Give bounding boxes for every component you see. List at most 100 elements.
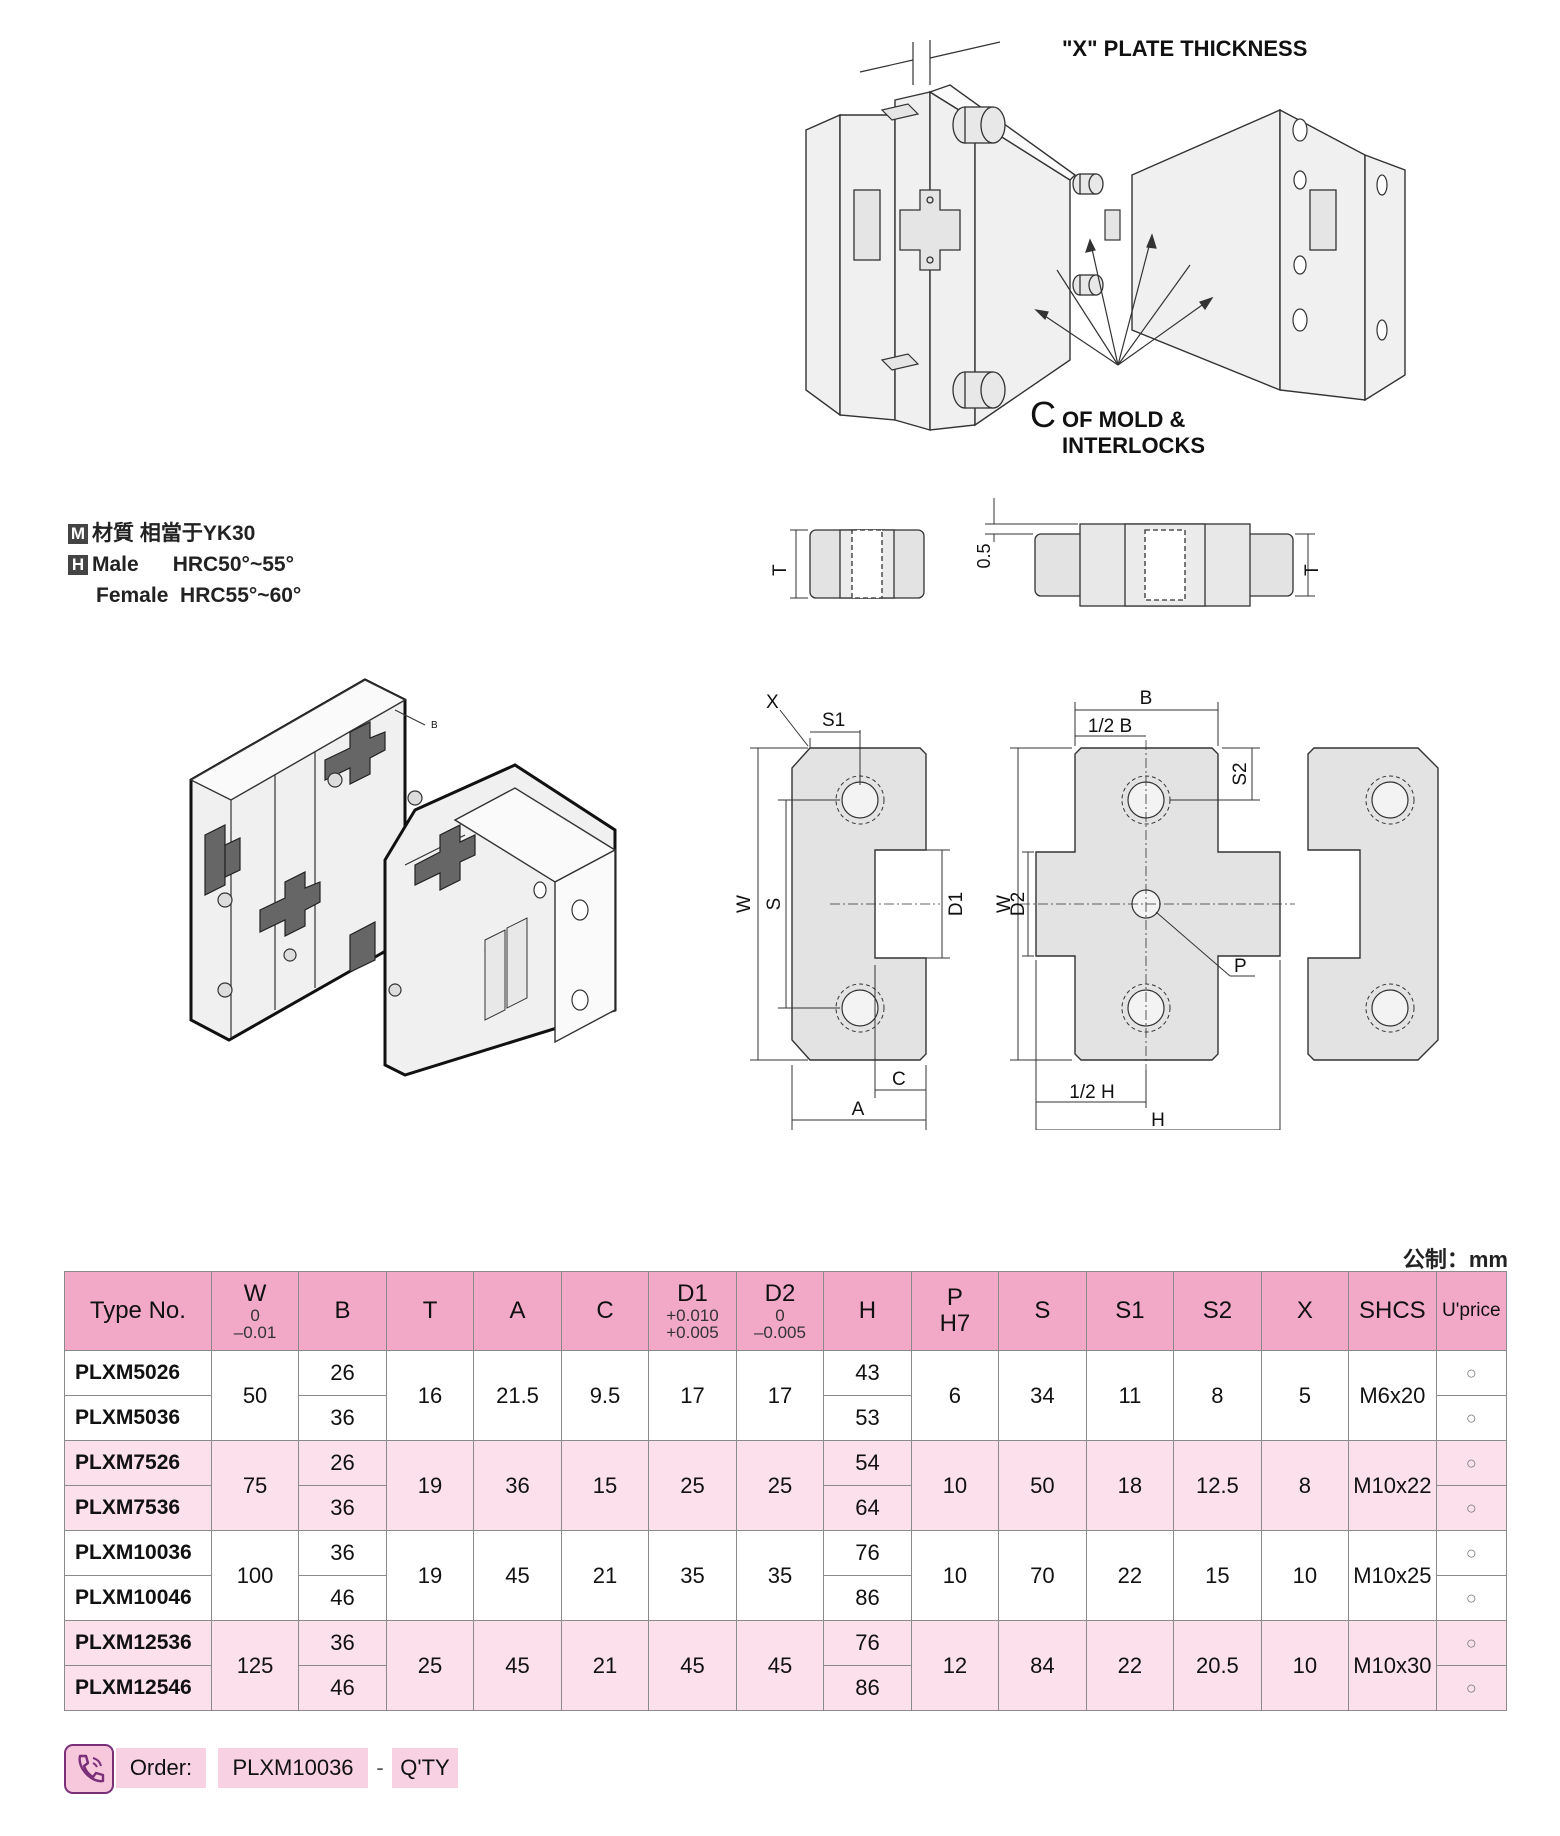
cell-S: 50 [998, 1440, 1087, 1531]
cell-C: 15 [560, 1440, 650, 1531]
price-cell: ○ [1435, 1530, 1508, 1576]
cell-A: 21.5 [473, 1350, 562, 1441]
table-row: PLXM12546 46 86 ○ [64, 1665, 1508, 1711]
mold-assembly-diagram: "X" PLATE THICKNESS C OF MOLD & INTERLOC… [805, 36, 1406, 458]
cell-P: 6 [910, 1350, 1000, 1441]
cell-B: 46 [298, 1575, 387, 1621]
cell-W: 50 [210, 1350, 300, 1441]
cell-T: 16 [385, 1350, 475, 1441]
cell-S2: 15 [1173, 1530, 1262, 1621]
cell-P: 10 [910, 1530, 1000, 1621]
order-qty: Q'TY [392, 1748, 458, 1788]
cell-B: 46 [298, 1665, 387, 1711]
cell-C: 9.5 [560, 1350, 650, 1441]
cell-D2: 17 [735, 1350, 825, 1441]
dim-B: B [1140, 690, 1153, 709]
header-C: C [560, 1271, 650, 1351]
cell-W: 75 [210, 1440, 300, 1531]
cell-X: 5 [1260, 1350, 1350, 1441]
dim-A: A [852, 1099, 865, 1120]
cell-S1: 18 [1085, 1440, 1175, 1531]
order-label: Order: [116, 1748, 206, 1788]
cell-D1: 45 [648, 1620, 737, 1711]
dim-S: S [764, 898, 785, 911]
cell-W: 100 [210, 1530, 300, 1621]
cell-H: 76 [823, 1620, 912, 1666]
header-T: T [385, 1271, 475, 1351]
dim-S2: S2 [1230, 762, 1251, 785]
table-row: PLXM10046 46 86 ○ [64, 1575, 1508, 1621]
male-hardness: HRC50°~55° [172, 553, 294, 576]
cell-S: 70 [998, 1530, 1087, 1621]
cell-P: 10 [910, 1440, 1000, 1531]
cell-S1: 11 [1085, 1350, 1175, 1441]
cell-D1: 25 [648, 1440, 737, 1531]
material-badge: M [68, 524, 88, 544]
dim-H: H [1151, 1110, 1165, 1130]
dim-T-right: T [1302, 564, 1320, 576]
header-S1: S1 [1085, 1271, 1175, 1351]
cell-B: 36 [298, 1530, 387, 1576]
female-hardness: HRC55°~60° [180, 584, 302, 607]
dim-D2: D2 [1008, 892, 1029, 916]
cell-SHCS: M10x25 [1348, 1530, 1437, 1621]
header-B: B [298, 1271, 387, 1351]
order-separator: - [376, 1755, 384, 1780]
cell-B: 26 [298, 1350, 387, 1396]
iso-dim-B: B [431, 720, 438, 731]
centerline-symbol: C [1030, 394, 1056, 435]
table-row: PLXM5026 50 26 16 21.5 9.5 17 17 43 6 34… [64, 1350, 1508, 1441]
cell-P: 12 [910, 1620, 1000, 1711]
cell-T: 19 [385, 1440, 475, 1531]
side-views-diagram: T T 0.5 [770, 498, 1320, 607]
type-no: PLXM5036 [64, 1395, 212, 1441]
iso-assembly-diagram: B [189, 678, 617, 1077]
dim-gap: 0.5 [974, 543, 994, 568]
cell-S: 34 [998, 1350, 1087, 1441]
plate-thickness-label: "X" PLATE THICKNESS [1062, 36, 1307, 61]
price-cell: ○ [1435, 1440, 1508, 1486]
unit-label: 公制：mm [1402, 1247, 1508, 1272]
header-type: Type No. [64, 1271, 212, 1351]
centerline-label-line1: OF MOLD & [1062, 407, 1186, 432]
cell-S2: 20.5 [1173, 1620, 1262, 1711]
dim-W-right: W [994, 895, 1015, 913]
type-no: PLXM10036 [64, 1530, 212, 1576]
cell-H: 86 [823, 1665, 912, 1711]
price-cell: ○ [1435, 1620, 1508, 1666]
price-cell: ○ [1435, 1350, 1508, 1396]
cell-B: 36 [298, 1620, 387, 1666]
cell-B: 36 [298, 1485, 387, 1531]
female-label: Female [96, 584, 169, 607]
cell-A: 45 [473, 1620, 562, 1711]
type-no: PLXM12546 [64, 1665, 212, 1711]
cell-C: 21 [560, 1530, 650, 1621]
cell-H: 64 [823, 1485, 912, 1531]
dim-half-B: 1/2 B [1088, 716, 1132, 737]
table-row: PLXM5036 36 53 ○ [64, 1395, 1508, 1441]
dim-W-left: W [734, 895, 755, 913]
header-H: H [823, 1271, 912, 1351]
cell-D2: 35 [735, 1530, 825, 1621]
header-S: S [998, 1271, 1087, 1351]
order-model: PLXM10036 [218, 1748, 368, 1788]
cell-S1: 22 [1085, 1530, 1175, 1621]
cell-X: 10 [1260, 1530, 1350, 1621]
cell-SHCS: M10x30 [1348, 1620, 1437, 1711]
phone-icon [64, 1744, 114, 1794]
cell-S2: 12.5 [1173, 1440, 1262, 1531]
type-no: PLXM12536 [64, 1620, 212, 1666]
price-cell: ○ [1435, 1485, 1508, 1531]
cell-D1: 35 [648, 1530, 737, 1621]
cell-H: 76 [823, 1530, 912, 1576]
cell-SHCS: M10x22 [1348, 1440, 1437, 1531]
header-A: A [473, 1271, 562, 1351]
price-cell: ○ [1435, 1395, 1508, 1441]
header-SHCS: SHCS [1348, 1271, 1437, 1351]
cell-H: 53 [823, 1395, 912, 1441]
